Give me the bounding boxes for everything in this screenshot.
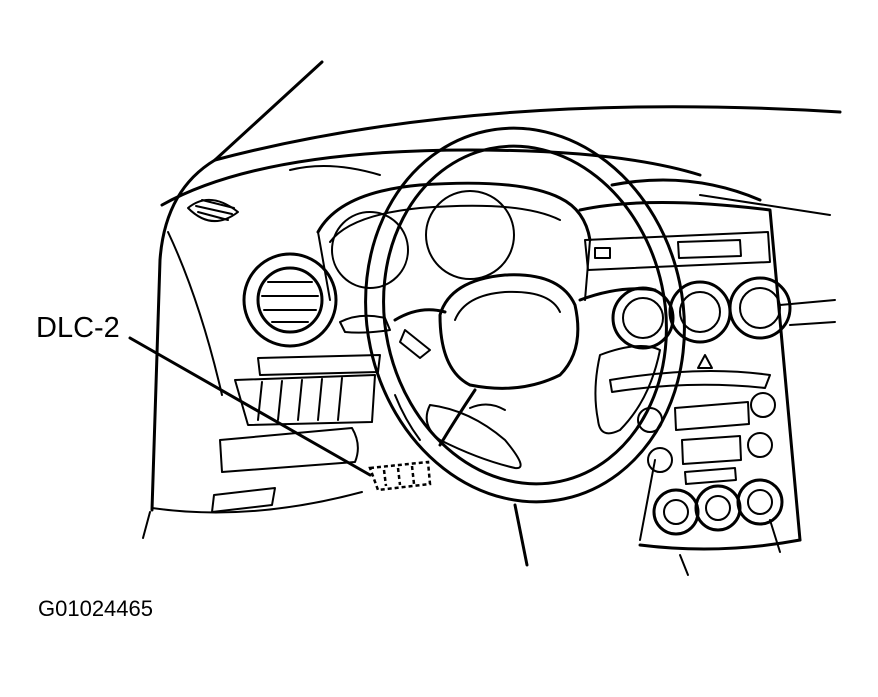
- defroster-vent-icon: [187, 199, 239, 222]
- data-link-connector-icon: [368, 460, 432, 492]
- center-vent-left-icon: [611, 286, 675, 350]
- hazard-button: [697, 354, 713, 369]
- callout-leader: [128, 336, 372, 477]
- audio-button-bar: [674, 401, 750, 431]
- figure-code: G01024465: [38, 596, 153, 621]
- console-top: [610, 178, 762, 202]
- console-right-leg: [769, 519, 781, 553]
- windshield-edge: [213, 60, 324, 162]
- center-vent-mid-icon: [668, 280, 732, 344]
- cluster-sides: [317, 231, 591, 301]
- dash-top-edge: [213, 105, 842, 162]
- cluster-hood-inner: [329, 204, 561, 243]
- knee-panel: [219, 427, 359, 473]
- climate-knob-small-left: [647, 447, 673, 473]
- climate-dial-left-icon: [652, 488, 700, 536]
- hood-curve: [289, 165, 381, 176]
- console-left-edge: [639, 459, 656, 541]
- center-vent-right-icon: [728, 276, 792, 340]
- switch-bank: [234, 374, 376, 426]
- console-bottom: [638, 538, 802, 551]
- audio-knob-left: [637, 407, 663, 433]
- gauge-left: [331, 211, 409, 289]
- gauge-center: [425, 190, 515, 280]
- dash-lower-edge: [151, 491, 363, 514]
- cluster-hood: [316, 181, 592, 242]
- pillar-base: [142, 511, 151, 539]
- hood-release: [211, 487, 276, 513]
- cd-slot: [609, 370, 771, 393]
- climate-knob-small-right: [747, 432, 773, 458]
- switch-panel-top: [257, 354, 381, 376]
- dash-right-line: [699, 194, 831, 216]
- climate-buttons: [684, 467, 737, 485]
- steering-wheel-icon: [364, 126, 686, 504]
- climate-display: [681, 435, 742, 465]
- air-vent-icon: [242, 252, 338, 348]
- steering-column: [513, 503, 529, 567]
- door-seam: [167, 231, 223, 396]
- turn-signal-stalk: [339, 314, 391, 334]
- climate-dial-right-icon: [736, 478, 784, 526]
- audio-knob-right: [750, 392, 776, 418]
- wiper-stalk: [399, 329, 431, 359]
- callout-label: DLC-2: [36, 312, 120, 344]
- climate-dial-mid-icon: [694, 484, 742, 532]
- audio-display-icon: [584, 231, 771, 271]
- column-cover: [394, 394, 421, 441]
- dash-crest: [160, 148, 702, 207]
- dash-left-edge: [150, 158, 217, 512]
- center-console-outline: [578, 201, 802, 542]
- console-leg: [679, 554, 689, 576]
